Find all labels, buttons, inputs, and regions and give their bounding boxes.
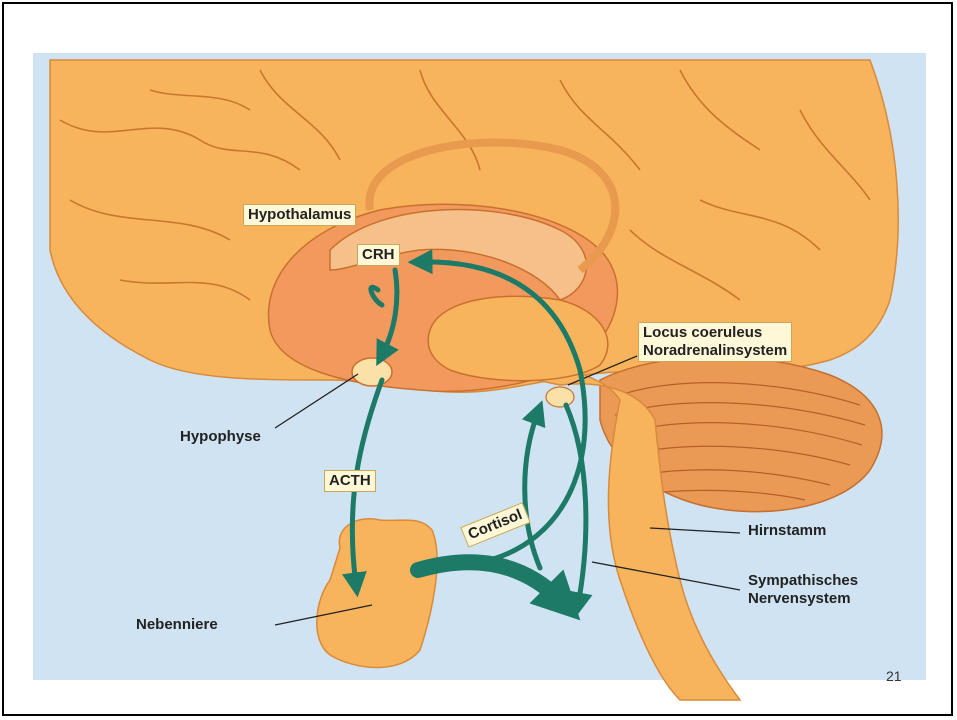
locus-coeruleus-spot bbox=[546, 387, 574, 407]
locus-label-line2: Noradrenalinsystem bbox=[643, 342, 787, 360]
crh-label: CRH bbox=[357, 244, 400, 266]
hypothalamus-label: Hypothalamus bbox=[243, 204, 356, 226]
page-number: 21 bbox=[886, 668, 902, 684]
hirnstamm-label: Hirnstamm bbox=[748, 522, 826, 540]
acth-label: ACTH bbox=[324, 470, 376, 492]
sympathisch-label: Sympathisches Nervensystem bbox=[748, 572, 858, 608]
locus-coeruleus-label: Locus coeruleus Noradrenalinsystem bbox=[638, 322, 792, 362]
locus-label-line1: Locus coeruleus bbox=[643, 324, 787, 342]
hypophyse-gland bbox=[352, 358, 392, 386]
sympathisch-label-line1: Sympathisches bbox=[748, 572, 858, 590]
hypophyse-label: Hypophyse bbox=[180, 428, 261, 446]
nebenniere-label: Nebenniere bbox=[136, 616, 218, 634]
sympathisch-label-line2: Nervensystem bbox=[748, 590, 858, 608]
